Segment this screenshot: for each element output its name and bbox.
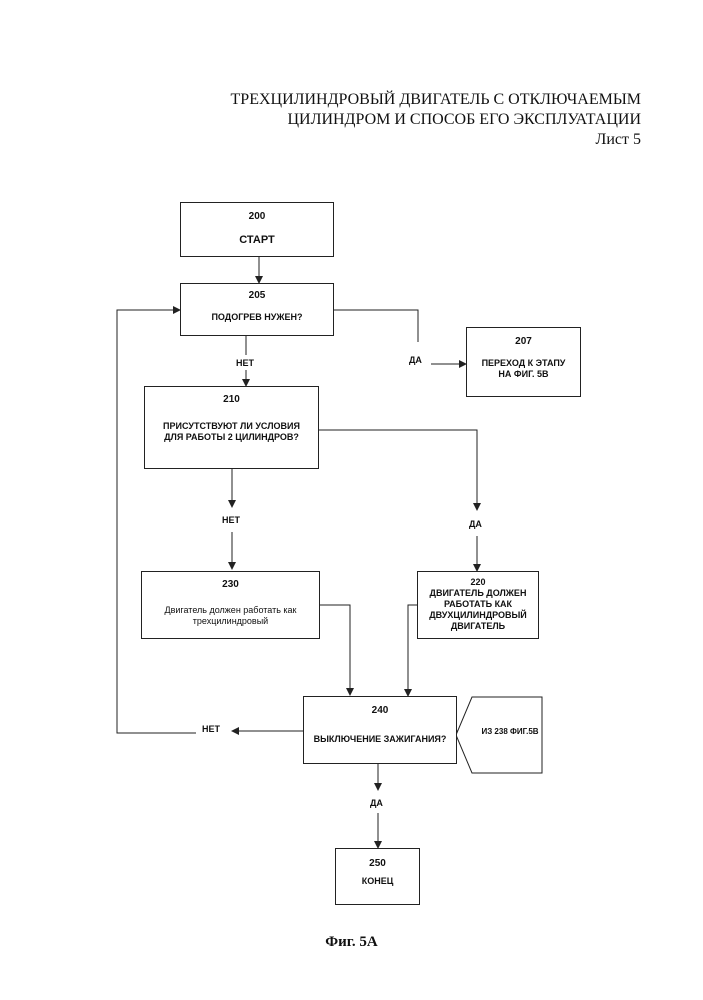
label-240-no: НЕТ [202,724,220,734]
node-230-process: 230 Двигатель должен работать как трехци… [141,571,320,639]
node-207-number: 207 [467,336,580,347]
node-210-text: ПРИСУТСТВУЮТ ЛИ УСЛОВИЯ ДЛЯ РАБОТЫ 2 ЦИЛ… [159,421,304,443]
node-205-decision: 205 ПОДОГРЕВ НУЖЕН? [180,283,334,336]
edge-230-240 [319,605,350,695]
label-240-yes: ДА [370,798,383,808]
node-220-text: ДВИГАТЕЛЬ ДОЛЖЕН РАБОТАТЬ КАК ДВУХЦИЛИНД… [426,588,530,632]
node-220-number: 220 [418,577,538,588]
node-200-number: 200 [181,211,333,222]
node-240-number: 240 [304,705,456,716]
figure-caption: Фиг. 5А [0,934,703,951]
node-230-text: Двигатель должен работать как трехцилинд… [154,605,307,627]
label-205-yes: ДА [409,355,422,365]
node-250-end: 250 КОНЕЦ [335,848,420,905]
edge-210-yes-a [318,430,477,510]
label-210-yes: ДА [469,519,482,529]
node-220-process: 220 ДВИГАТЕЛЬ ДОЛЖЕН РАБОТАТЬ КАК ДВУХЦИ… [417,571,539,639]
node-240-decision: 240 ВЫКЛЮЧЕНИЕ ЗАЖИГАНИЯ? [303,696,457,764]
label-205-no: НЕТ [236,358,254,368]
node-230-number: 230 [142,579,319,590]
node-210-decision: 210 ПРИСУТСТВУЮТ ЛИ УСЛОВИЯ ДЛЯ РАБОТЫ 2… [144,386,319,469]
edge-loop-back [117,310,196,733]
label-210-no: НЕТ [222,515,240,525]
node-200-start: 200 СТАРТ [180,202,334,257]
edge-220-240 [408,605,417,696]
connector-offpage-text: ИЗ 238 ФИГ.5В [480,727,540,737]
node-200-text: СТАРТ [185,235,329,246]
node-210-number: 210 [145,394,318,405]
node-205-number: 205 [181,290,333,301]
node-205-text: ПОДОГРЕВ НУЖЕН? [185,312,329,323]
node-240-text: ВЫКЛЮЧЕНИЕ ЗАЖИГАНИЯ? [308,734,452,745]
node-250-text: КОНЕЦ [340,876,415,887]
node-207-goto: 207 ПЕРЕХОД К ЭТАПУ НА ФИГ. 5В [466,327,581,397]
edge-205-yes [334,310,418,342]
node-207-text: ПЕРЕХОД К ЭТАПУ НА ФИГ. 5В [477,358,570,380]
node-250-number: 250 [336,858,419,869]
